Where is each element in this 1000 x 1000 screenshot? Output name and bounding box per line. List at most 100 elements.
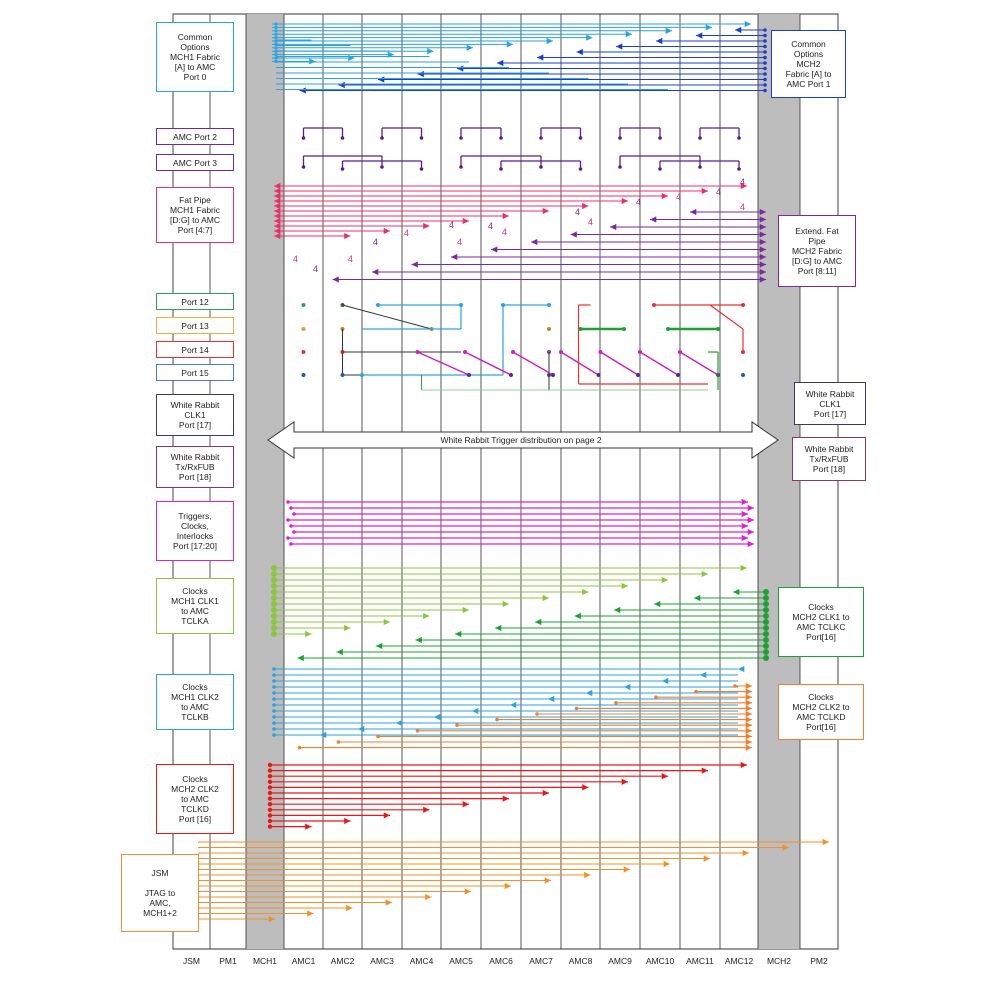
port13-node	[622, 327, 626, 331]
common-mch2-node	[763, 28, 767, 32]
tclkd-mch2-arrowhead	[745, 738, 752, 746]
label-port-13: Port 13	[156, 317, 234, 334]
fat-pipe-arrowhead	[274, 227, 281, 235]
tclka-node	[271, 595, 277, 601]
common-mch2-node	[763, 61, 767, 65]
fat-pipe-mch2-arrowhead	[411, 261, 418, 268]
fat-pipe-mch2-arrowhead	[690, 208, 697, 216]
tclka-arrowhead	[542, 594, 549, 602]
common-mch2-node	[763, 72, 767, 76]
common-mch1-arrowhead	[466, 44, 473, 51]
fat-pipe-mark: 4	[404, 228, 409, 238]
port-magenta-node	[598, 350, 603, 354]
fat-pipe-mark: 4	[740, 202, 745, 212]
tclkd-mch2-arrowhead	[745, 722, 752, 729]
tclkd-mch2-arrowhead	[745, 699, 752, 706]
slot-label-pm1: PM1	[219, 956, 237, 966]
tclkd-mch2-arrowhead	[745, 694, 752, 701]
common-mch1-arrowhead	[309, 58, 316, 65]
common-mch2-arrowhead	[656, 37, 663, 45]
port12-node	[652, 303, 656, 307]
tclkd-mch1-arrowhead	[383, 812, 390, 819]
tclkb-node	[272, 727, 276, 731]
trigger-arrowhead	[747, 516, 754, 524]
port-magenta-diagonal	[600, 351, 639, 376]
tclkb-node	[272, 667, 276, 671]
tclkb-arrowhead	[624, 683, 631, 691]
fat-pipe-mch2-arrowhead	[491, 246, 498, 253]
tclkd-mch2-arrowhead	[745, 744, 752, 751]
tclkb-arrowhead	[662, 677, 669, 685]
port14-node	[340, 350, 345, 354]
tclkd-mch1-node	[267, 779, 273, 784]
mch2-band	[758, 14, 800, 949]
jsm-arrowhead	[346, 904, 353, 912]
trigger-arrowhead	[747, 540, 754, 548]
amc-port3-node	[539, 165, 543, 169]
fat-pipe-arrowhead	[274, 217, 281, 225]
common-mch1-arrowhead	[546, 37, 553, 45]
port15-node	[741, 373, 745, 377]
slot-label-amc7: AMC7	[529, 956, 553, 966]
fat-pipe-mch2-arrowhead	[570, 231, 577, 238]
port-dot-amc1	[301, 327, 306, 331]
tclkd-mch1-node	[267, 796, 273, 801]
port-magenta-node	[596, 373, 601, 377]
tclkb-node	[272, 691, 276, 695]
amc-port3-node	[737, 167, 741, 171]
tclkc-arrowhead	[733, 588, 740, 596]
amc-port3-node	[499, 167, 503, 171]
tclka-arrowhead	[701, 570, 708, 578]
port13-node	[578, 327, 583, 331]
tclkd-mch1-arrowhead	[582, 784, 589, 791]
tclkc-node	[763, 607, 769, 613]
port-dot-amc1	[301, 350, 306, 354]
fat-pipe-arrowhead	[274, 202, 281, 210]
trigger-node	[286, 518, 290, 522]
tclka-arrowhead	[740, 564, 747, 572]
tclkd-mch2-arrowhead	[745, 733, 752, 740]
tclkb-arrowhead	[510, 701, 517, 709]
tclka-arrowhead	[502, 600, 509, 608]
common-mch1-node	[274, 46, 278, 50]
label-clocks-tclkd-right: Clocks MCH2 CLK2 to AMC TCLKD Port[16]	[778, 684, 864, 740]
port-magenta-node	[551, 373, 555, 377]
tclkd-mch2-node	[415, 729, 420, 733]
jsm-arrowhead	[623, 866, 630, 873]
port-magenta-node	[636, 373, 640, 377]
trigger-node	[286, 536, 290, 540]
fat-pipe-arrowhead	[274, 212, 281, 220]
amc-port2-node	[578, 136, 583, 140]
port14-node	[741, 350, 745, 354]
amc-port2-node	[698, 136, 702, 140]
amc-port2-node	[499, 136, 503, 140]
tclkd-mch2-node	[614, 701, 618, 705]
trigger-node	[286, 500, 290, 504]
common-mch2-arrowhead	[417, 70, 424, 78]
amc-port3-node	[578, 167, 583, 171]
fat-pipe-mark: 4	[293, 254, 298, 264]
common-mch2-node	[763, 44, 767, 49]
port-magenta-diagonal	[417, 351, 470, 376]
fat-pipe-arrowhead	[462, 217, 469, 225]
fat-pipe-arrowhead	[740, 182, 747, 190]
fat-pipe-arrowhead	[274, 192, 281, 200]
amc-port3-node	[459, 165, 463, 169]
fat-pipe-arrowhead	[274, 232, 281, 240]
tclkd-mch2-node	[654, 695, 658, 699]
tclkd-mch2-arrowhead	[745, 682, 752, 690]
tclkd-mch1-node	[267, 807, 273, 812]
label-port-15: Port 15	[156, 364, 234, 381]
port-red-diagonal	[709, 304, 744, 330]
port-dot-amc1	[301, 303, 306, 307]
fat-pipe-arrowhead	[582, 202, 589, 210]
common-mch2-arrowhead	[299, 87, 306, 94]
tclka-node	[271, 571, 277, 577]
tclka-arrowhead	[305, 630, 312, 638]
fat-pipe-mch2-arrowhead	[650, 216, 657, 223]
trigger-arrowhead	[741, 534, 748, 542]
tclkd-mch2-node	[455, 723, 459, 727]
label-clocks-tclkb: Clocks MCH1 CLK2 to AMC TCLKB	[156, 674, 234, 730]
tclkc-node	[763, 589, 769, 595]
common-mch1-node	[274, 56, 278, 60]
